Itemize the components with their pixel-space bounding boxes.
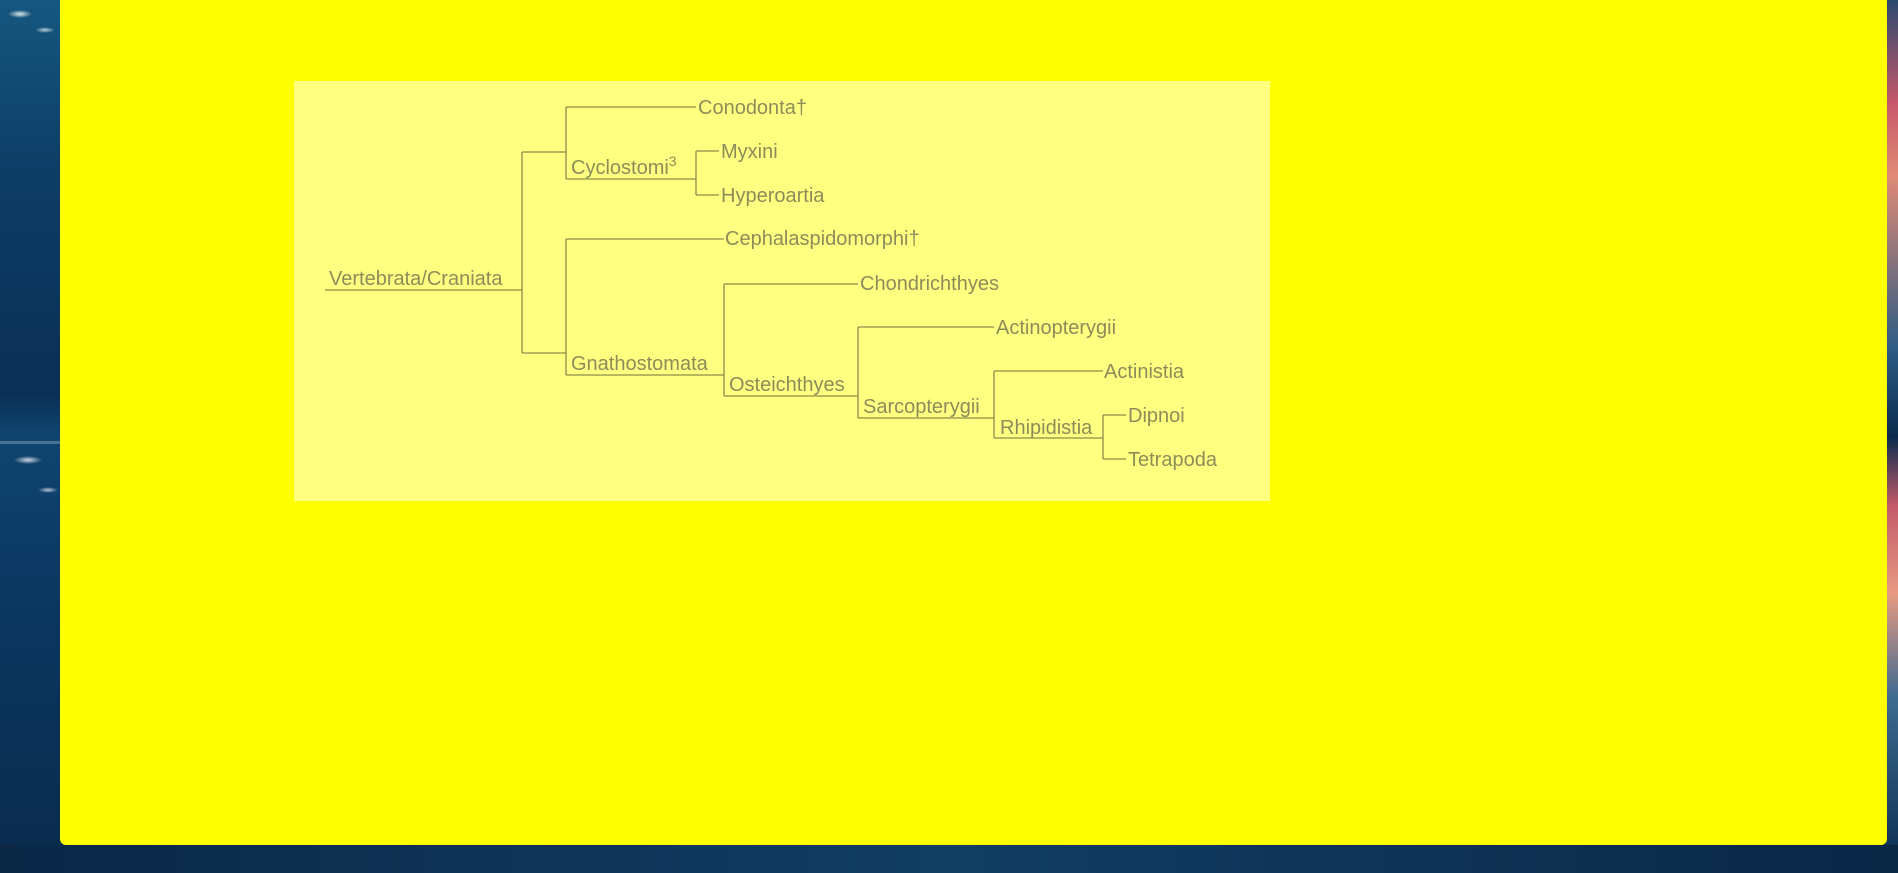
- label-cyclostomi-superscript: 3: [669, 153, 677, 169]
- cladogram-box: Vertebrata/Craniata Conodonta† Cyclostom…: [294, 81, 1270, 501]
- label-dipnoi: Dipnoi: [1128, 405, 1185, 427]
- label-sarcopterygii: Sarcopterygii: [863, 396, 980, 418]
- cladogram-diagram: Vertebrata/Craniata Conodonta† Cyclostom…: [325, 97, 1218, 471]
- label-actinistia: Actinistia: [1104, 361, 1185, 383]
- label-osteichthyes: Osteichthyes: [729, 374, 845, 396]
- background-seam: [0, 441, 62, 444]
- cladogram-labels: Vertebrata/Craniata Conodonta† Cyclostom…: [329, 97, 1218, 471]
- label-rhipidistia: Rhipidistia: [1000, 417, 1093, 439]
- label-conodonta: Conodonta†: [698, 97, 807, 119]
- label-hyperoartia: Hyperoartia: [721, 185, 825, 207]
- cladogram-branches: [325, 106, 1126, 460]
- label-cyclostomi: Cyclostomi3: [571, 153, 677, 179]
- label-vertebrata-craniata: Vertebrata/Craniata: [329, 268, 503, 290]
- label-gnathostomata: Gnathostomata: [571, 353, 709, 375]
- label-cephalaspidomorphi: Cephalaspidomorphi†: [725, 228, 920, 250]
- desktop-background-right: [1886, 0, 1898, 873]
- content-panel: Vertebrata/Craniata Conodonta† Cyclostom…: [60, 0, 1887, 845]
- desktop-background-bottom: [0, 845, 1898, 873]
- label-chondrichthyes: Chondrichthyes: [860, 273, 999, 295]
- label-myxini: Myxini: [721, 141, 778, 163]
- desktop-background-left: [0, 0, 62, 873]
- label-cyclostomi-text: Cyclostomi: [571, 157, 669, 179]
- label-actinopterygii: Actinopterygii: [996, 317, 1116, 339]
- label-tetrapoda: Tetrapoda: [1128, 449, 1218, 471]
